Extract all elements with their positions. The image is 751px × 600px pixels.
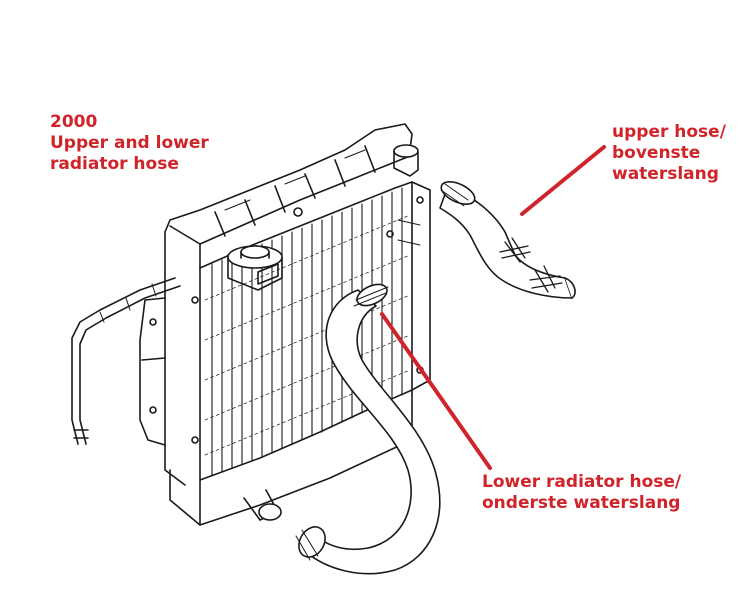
upper-hose-label-line-3: waterslang	[612, 164, 719, 184]
lower-hose-leader	[380, 312, 492, 470]
filler-cap	[227, 245, 283, 291]
lower-hose-label-line-2: onderste waterslang	[482, 493, 681, 513]
lower-radiator-hose	[295, 283, 441, 575]
title-line-1: Upper and lower	[50, 133, 209, 153]
upper-hose-leader	[520, 145, 606, 216]
diagram-title: 2000 Upper and lower radiator hose	[50, 112, 209, 175]
lower-hose-label-line-1: Lower radiator hose/	[482, 472, 682, 492]
title-line-2: radiator hose	[50, 154, 179, 174]
lower-outlet-stub	[243, 489, 282, 521]
title-year: 2000	[50, 112, 98, 132]
upper-hose-label-line-2: bovenste	[612, 143, 701, 163]
lower-hose-label: Lower radiator hose/ onderste waterslang	[482, 472, 681, 514]
upper-hose-label-line-1: upper hose/	[612, 122, 726, 142]
left-bracket	[139, 231, 186, 486]
overflow-pipe	[71, 277, 181, 445]
upper-hose	[439, 181, 576, 299]
leader-lines	[380, 145, 606, 470]
upper-hose-label: upper hose/ bovenste waterslang	[612, 122, 726, 185]
upper-outlet-stub	[393, 144, 419, 177]
radiator-core-fins	[204, 187, 411, 477]
